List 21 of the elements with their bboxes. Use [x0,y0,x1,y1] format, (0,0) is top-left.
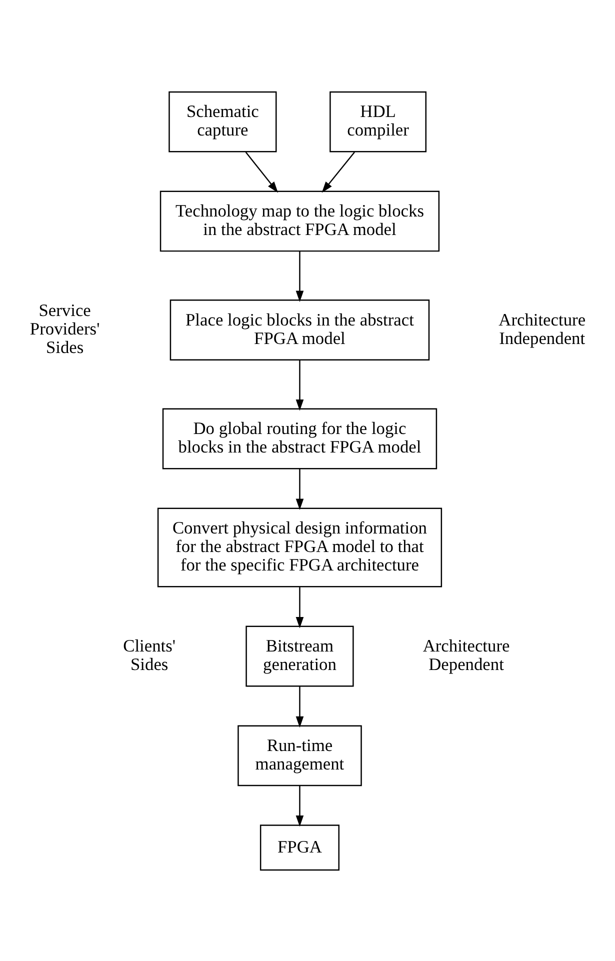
node-box: Place logic blocks in the abstract FPGA model [170,299,430,360]
node-box: HDL compiler [330,90,426,152]
label: Service Providers' Sides [30,299,100,357]
label: Architecture Independent [498,308,586,348]
node-box: Bitstream generation [246,625,354,686]
node-box: Schematic capture [168,90,277,152]
arrow [296,586,304,628]
arrow [296,251,304,302]
label: Architecture Dependent [422,635,510,674]
label: Clients' Sides [123,635,176,674]
arrow [296,468,304,510]
arrow [296,360,304,410]
node-box: Run-time management [238,724,362,786]
arrow [245,151,278,192]
node-box: Do global routing for the logic blocks in the abstract FPGA model [162,408,438,469]
arrow [296,785,304,826]
node-box: Technology map to the logic blocks in the abstract FPGA model [160,190,440,252]
arrow [322,151,356,192]
node-box: FPGA [260,824,340,870]
node-box: Convert physical design information for the abstract FPGA model to that for the specific FPGA architecture [157,507,442,587]
arrow [296,686,304,728]
